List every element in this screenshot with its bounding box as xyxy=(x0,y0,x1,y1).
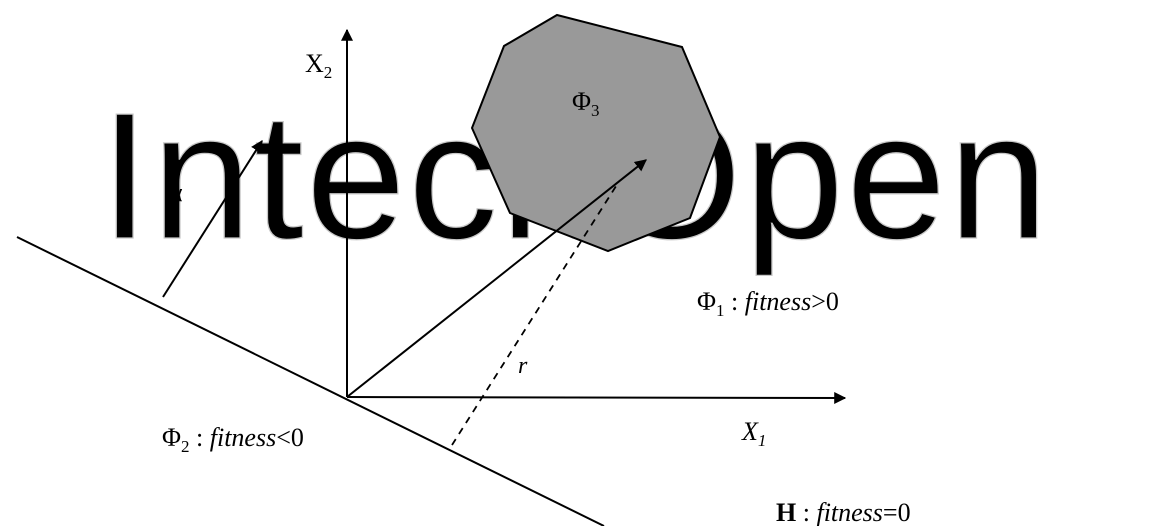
alpha-normal-vector xyxy=(162,139,263,298)
alpha-label: α xyxy=(169,178,183,207)
phi2-label: Φ2 : fitness<0 xyxy=(162,423,304,456)
hyperplane-line xyxy=(16,236,605,527)
h-label: H : fitness=0 xyxy=(776,498,911,526)
position-vector xyxy=(346,159,647,398)
phi3-label: Φ3 xyxy=(572,87,600,120)
r-label: r xyxy=(518,353,528,379)
phi3-region xyxy=(470,13,722,253)
x2-axis-label: X2 xyxy=(305,49,332,82)
x1-axis-label: X1 xyxy=(741,417,766,450)
x1-axis xyxy=(346,391,847,404)
phi1-label: Φ1 : fitness>0 xyxy=(697,287,839,320)
